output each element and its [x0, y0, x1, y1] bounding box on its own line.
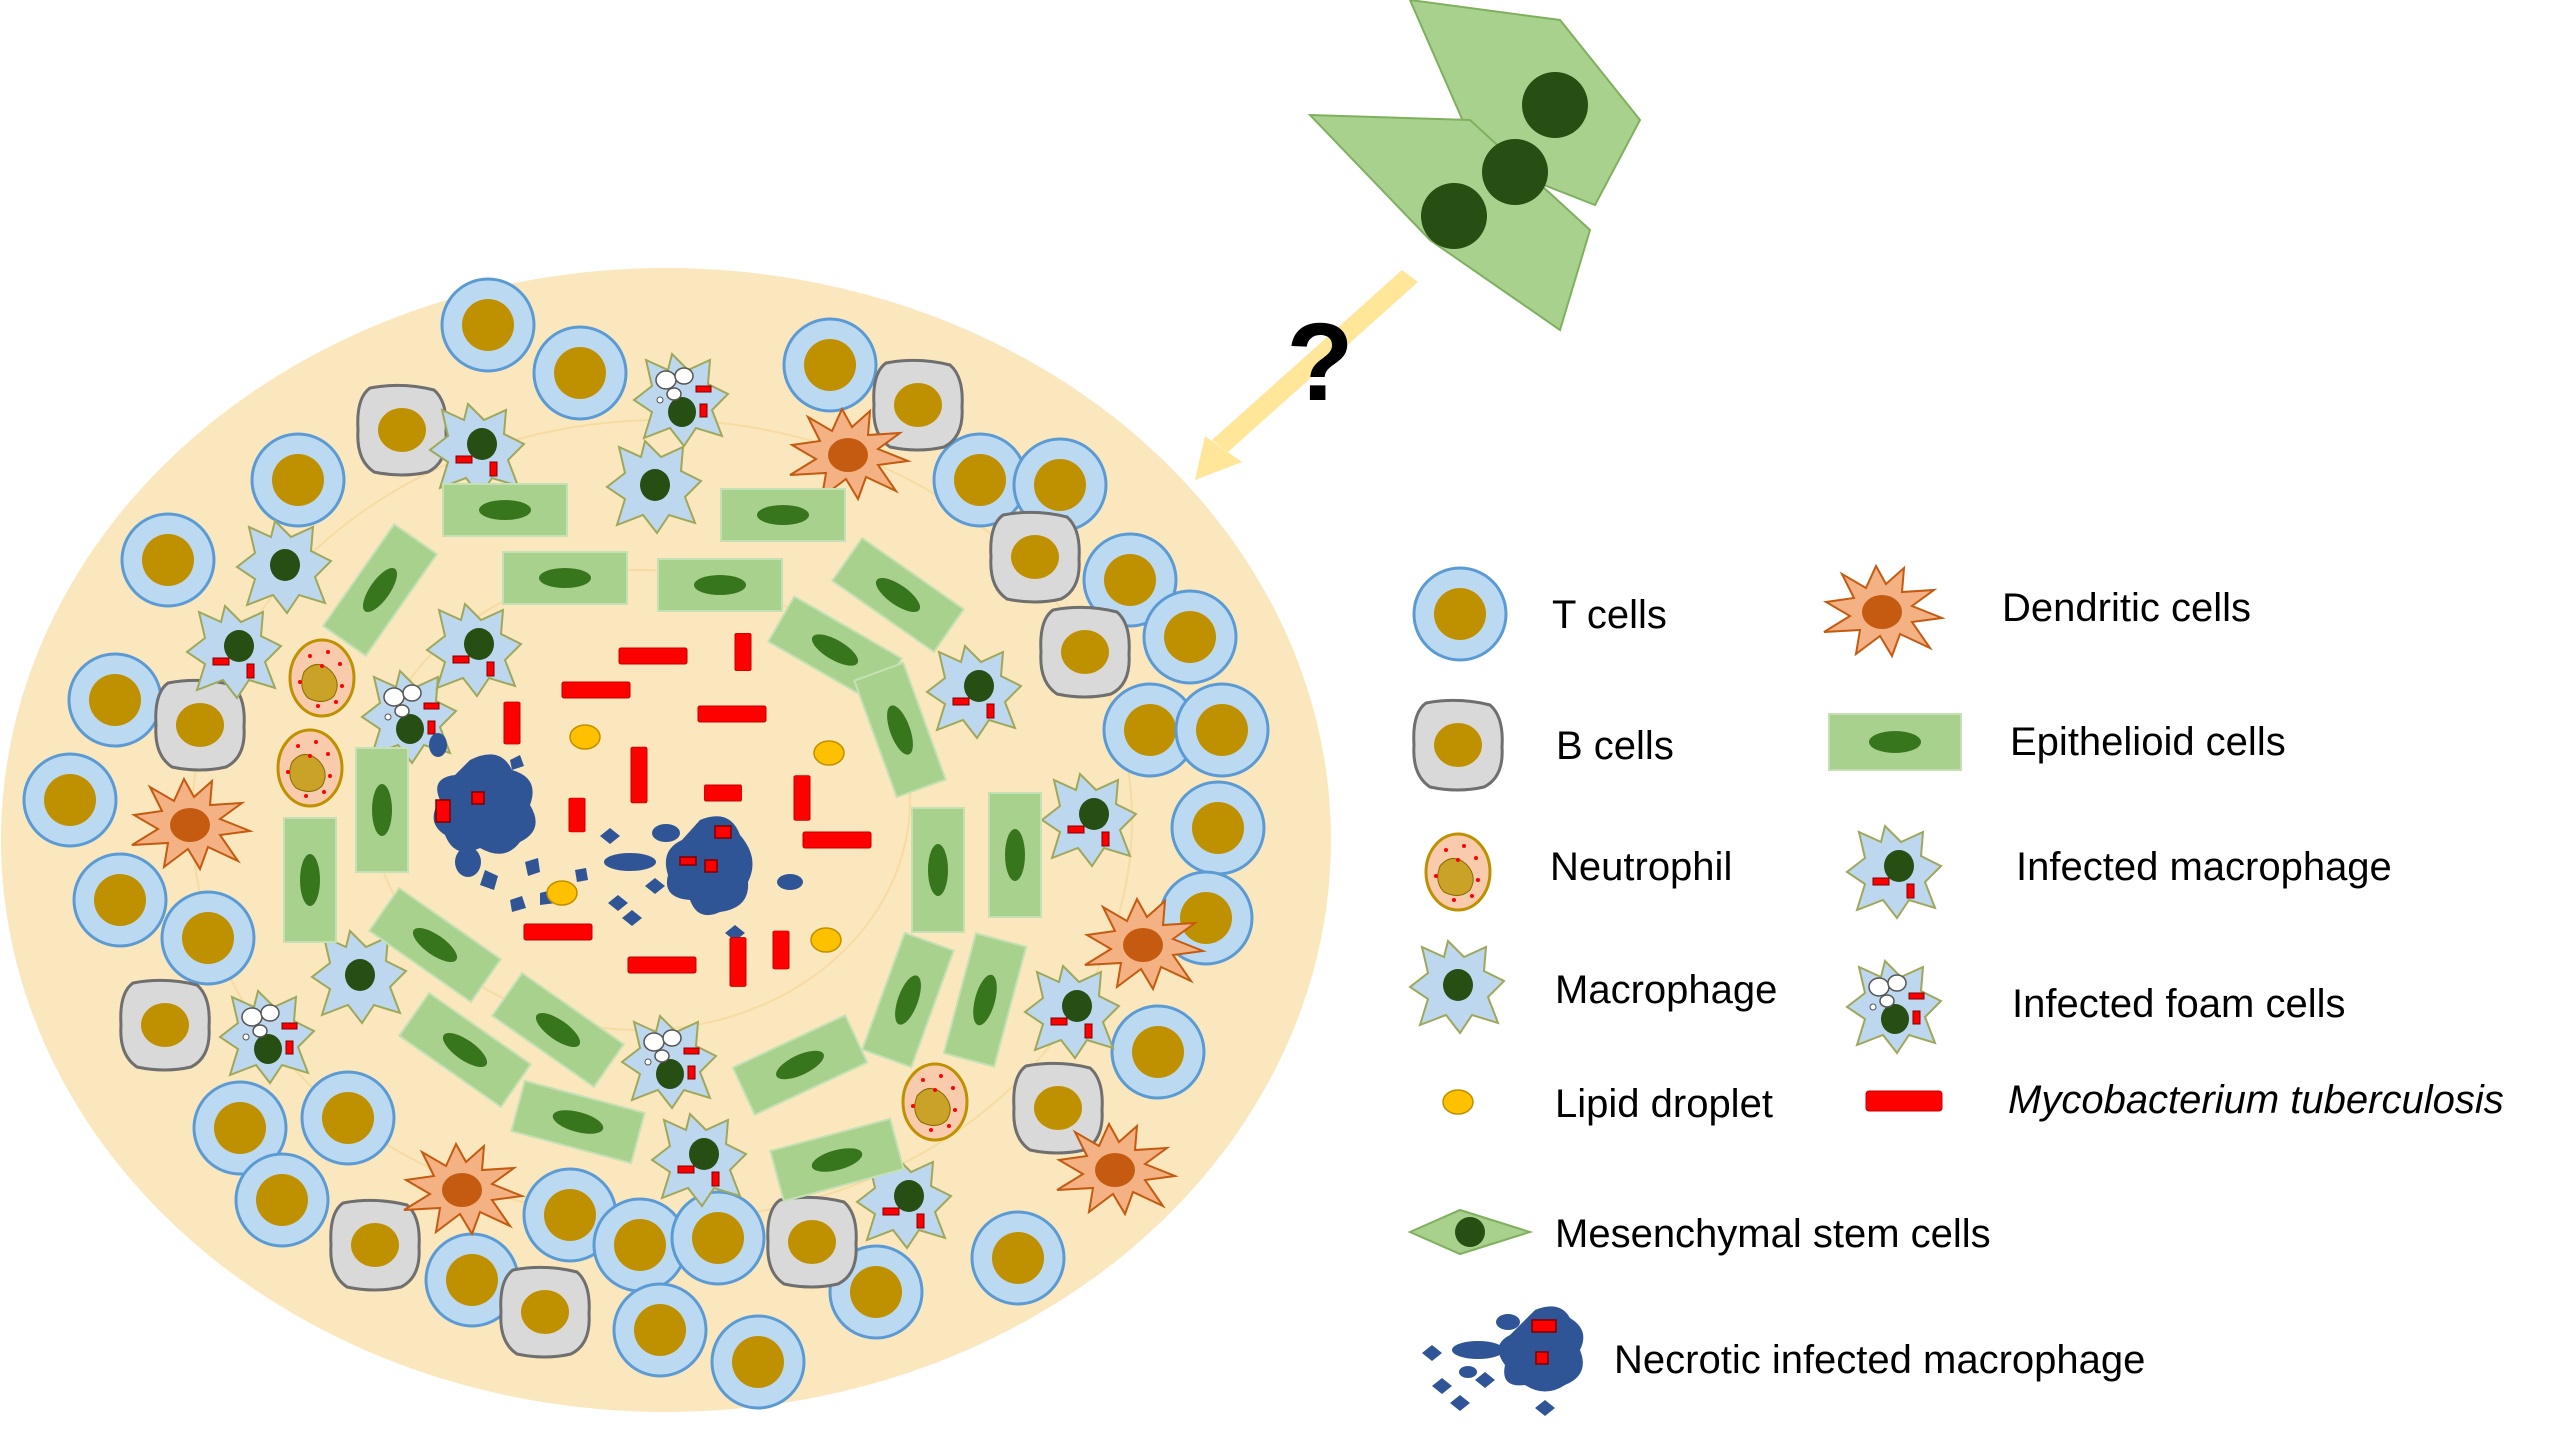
t-cell [1170, 780, 1266, 876]
b-cell [119, 978, 211, 1072]
legend-b-cells-label: B cells [1556, 724, 1674, 768]
legend-neutrophil-icon [1424, 832, 1492, 912]
legend-necrotic-label: Necrotic infected macrophage [1614, 1338, 2146, 1382]
necrotic-core [429, 733, 803, 941]
t-cell [1110, 1004, 1206, 1100]
legend-macrophage-label: Macrophage [1555, 968, 1778, 1012]
b-cell [989, 510, 1081, 604]
t-cell [120, 512, 216, 608]
legend-mycobacterium-label: Mycobacterium tuberculosis [2008, 1078, 2504, 1122]
legend-neutrophil-label: Neutrophil [1550, 845, 1733, 889]
legend-epithelioid-icon [1828, 713, 1962, 771]
b-cell [329, 1198, 421, 1292]
neutrophil [901, 1062, 969, 1142]
legend-t-cell-icon [1412, 566, 1508, 662]
t-cell [670, 1190, 766, 1286]
legend-dendritic-icon [1823, 565, 1943, 657]
legend-infected-macrophage-icon [1846, 825, 1942, 919]
t-cell [250, 432, 346, 528]
t-cell [300, 1070, 396, 1166]
t-cell [440, 277, 536, 373]
neutrophil [276, 728, 344, 808]
legend-msc-label: Mesenchymal stem cells [1555, 1212, 1991, 1256]
t-cell [532, 325, 628, 421]
t-cell [970, 1210, 1066, 1306]
msc-group [1307, 0, 1642, 332]
legend-lipid-label: Lipid droplet [1555, 1082, 1773, 1126]
t-cell [67, 652, 163, 748]
legend-macrophage-icon [1409, 940, 1505, 1034]
t-cell [1142, 589, 1238, 685]
t-cell [710, 1314, 806, 1410]
msc-arrow [1195, 270, 1418, 480]
b-cell [766, 1195, 858, 1289]
b-cell [499, 1265, 591, 1359]
neutrophil [288, 638, 356, 718]
t-cell [160, 890, 256, 986]
legend-foam-label: Infected foam cells [2012, 982, 2346, 1026]
t-cell [234, 1152, 330, 1248]
legend-dendritic-label: Dendritic cells [2002, 586, 2251, 630]
t-cell [1174, 682, 1270, 778]
t-cell [782, 317, 878, 413]
t-cell [72, 852, 168, 948]
legend-msc-icon [1407, 1208, 1534, 1256]
legend-b-cell-icon [1412, 698, 1504, 792]
legend-bacterium-icon [1865, 1090, 1943, 1112]
legend-icons [1407, 565, 1962, 1416]
legend-t-cells-label: T cells [1552, 593, 1667, 637]
legend-lipid-icon [1442, 1089, 1474, 1115]
legend-epithelioid-label: Epithelioid cells [2010, 720, 2286, 764]
question-mark: ? [1286, 301, 1353, 424]
b-cell [1039, 605, 1131, 699]
b-cell [356, 383, 448, 477]
legend-foam-cell-icon [1846, 960, 1942, 1054]
t-cell [22, 752, 118, 848]
t-cell [612, 1282, 708, 1378]
legend-infected-macrophage-label: Infected macrophage [2016, 845, 2392, 889]
b-cell [154, 678, 246, 772]
legend-necrotic-icon [1422, 1306, 1584, 1416]
